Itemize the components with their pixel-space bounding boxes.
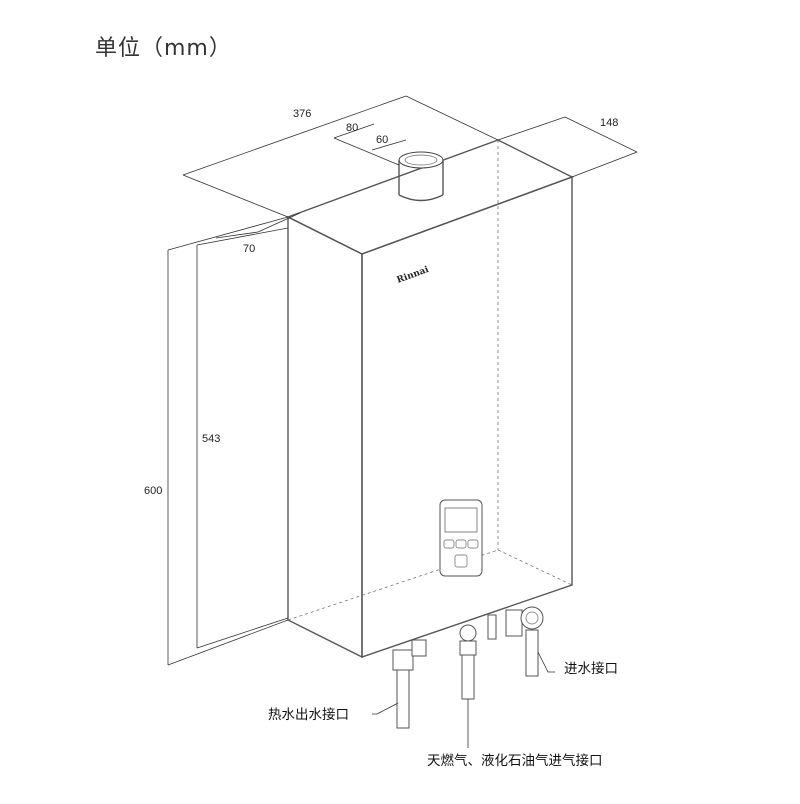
dim-label-600: 600 xyxy=(144,485,162,497)
hot-water-valve xyxy=(392,649,414,671)
water-inlet-valve xyxy=(520,606,544,630)
ext-line-543-bottom xyxy=(196,617,289,649)
control-panel xyxy=(439,499,483,577)
ext-line-148-left xyxy=(497,116,566,141)
drain-fitting xyxy=(487,614,497,640)
dim-line-376 xyxy=(182,95,407,176)
callout-water-inlet: 进水接口 xyxy=(537,651,618,677)
dim-label-60: 60 xyxy=(376,134,388,146)
dim-label-543: 543 xyxy=(202,433,220,445)
dim-flue-80: 80 xyxy=(333,122,400,166)
dim-label-70: 70 xyxy=(243,243,255,255)
flue-pipe xyxy=(398,151,444,202)
flue-pipe-top xyxy=(398,151,444,169)
dim-line-60 xyxy=(371,139,407,151)
hot-water-pipe xyxy=(396,669,410,729)
panel-button-right xyxy=(467,539,479,549)
dim-line-70 xyxy=(215,231,259,239)
label-gas-inlet: 天燃气、液化石油气进气接口 xyxy=(427,752,603,769)
ext-line-376-left xyxy=(182,174,289,218)
water-inlet-valve-center xyxy=(525,611,539,625)
dim-label-376: 376 xyxy=(293,108,311,120)
ext-line-600-bottom xyxy=(167,619,289,666)
brand-logo: Rinnai xyxy=(396,265,431,286)
heater-front-face xyxy=(287,215,363,659)
gas-fitting xyxy=(459,640,477,656)
leader-water-inlet xyxy=(537,651,555,673)
dim-label-80: 80 xyxy=(346,122,358,134)
leader-hot-water-outlet xyxy=(372,702,399,715)
label-water-inlet: 进水接口 xyxy=(564,660,618,677)
ext-line-148-right xyxy=(571,151,638,178)
heater-side-face xyxy=(361,175,573,658)
bottom-pipes xyxy=(392,606,544,729)
heater-body xyxy=(286,139,574,659)
panel-button-middle xyxy=(455,539,467,549)
flue-pipe-inner xyxy=(404,154,438,166)
power-button xyxy=(454,554,468,568)
dim-line-148 xyxy=(564,116,638,153)
callout-hot-water-outlet: 热水出水接口 xyxy=(268,702,399,723)
ext-line-376-right xyxy=(405,95,499,141)
water-inlet-pipe xyxy=(525,629,539,677)
dim-flue-60: 60 xyxy=(371,134,407,151)
panel-button-left xyxy=(443,539,455,549)
outlet-fitting xyxy=(411,639,427,657)
gas-valve xyxy=(459,624,477,642)
display-screen xyxy=(444,507,478,533)
dim-offset-70: 70 xyxy=(215,212,301,255)
hidden-bottom-edge xyxy=(287,549,499,621)
dim-depth-148: 148 xyxy=(497,116,638,178)
dim-width-376: 376 xyxy=(182,95,499,218)
flue-pipe-base xyxy=(398,194,444,202)
label-hot-water-outlet: 热水出水接口 xyxy=(268,706,349,723)
ext-line-543-top xyxy=(196,227,289,246)
ext-line-70 xyxy=(257,212,301,233)
gas-pipe xyxy=(461,654,475,700)
unit-title: 单位（mm） xyxy=(95,36,232,61)
dim-height-543: 543 xyxy=(196,227,289,649)
ext-line-80 xyxy=(333,137,400,166)
dim-label-148: 148 xyxy=(600,117,618,129)
hidden-bottom-edge-2 xyxy=(497,549,573,586)
ext-line-600-top xyxy=(167,216,289,251)
dim-line-80 xyxy=(333,123,375,139)
dim-height-600: 600 xyxy=(144,216,289,666)
callout-gas-inlet: 天燃气、液化石油气进气接口 xyxy=(427,699,603,769)
inlet-bracket xyxy=(505,609,523,637)
